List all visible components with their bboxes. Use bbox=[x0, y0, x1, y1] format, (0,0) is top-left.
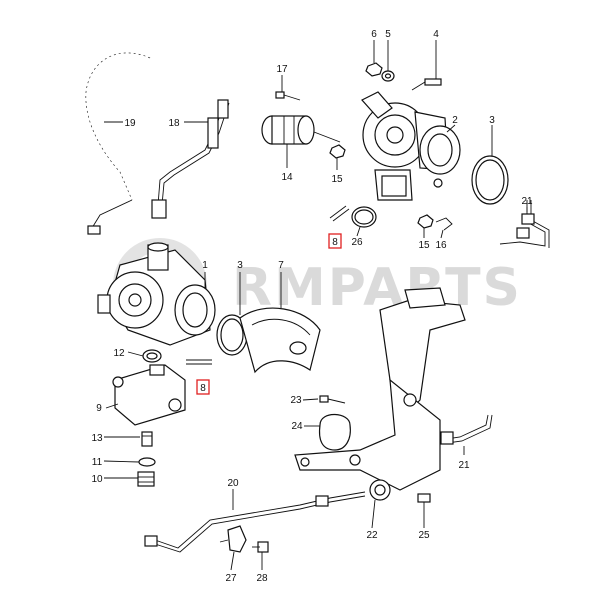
leader-lines bbox=[103, 40, 528, 571]
callout-12[interactable]: 12 bbox=[113, 348, 125, 359]
bolt-13 bbox=[141, 431, 153, 447]
callout-19[interactable]: 19 bbox=[124, 118, 136, 129]
bolt-23 bbox=[319, 395, 346, 404]
gasket-26 bbox=[351, 206, 377, 228]
washer-11 bbox=[138, 457, 156, 467]
highlight-box-8-lower bbox=[196, 379, 210, 395]
callout-8-upper[interactable]: 8 bbox=[332, 237, 338, 248]
callout-20[interactable]: 20 bbox=[227, 478, 239, 489]
turbocharger-2 bbox=[361, 91, 461, 201]
callout-2[interactable]: 2 bbox=[452, 115, 458, 126]
nut-6 bbox=[365, 62, 383, 77]
callout-22[interactable]: 22 bbox=[366, 530, 378, 541]
callout-7[interactable]: 7 bbox=[278, 260, 284, 271]
plug-10 bbox=[137, 471, 155, 487]
oil-pipe-18 bbox=[151, 99, 230, 219]
nut-15-upper bbox=[329, 144, 346, 159]
oil-line-20 bbox=[144, 491, 366, 553]
callout-13[interactable]: 13 bbox=[91, 433, 103, 444]
washer-5 bbox=[381, 70, 395, 82]
nut-15-lower bbox=[417, 214, 434, 229]
bracket-9 bbox=[112, 364, 186, 426]
highlight-box-8-upper bbox=[328, 233, 342, 249]
callouts: 6 5 4 17 2 3 19 18 14 15 21 8 26 15 16 1… bbox=[91, 29, 533, 584]
callout-15-lower[interactable]: 15 bbox=[418, 240, 430, 251]
stud-8-lower bbox=[186, 359, 212, 365]
callout-18[interactable]: 18 bbox=[168, 118, 180, 129]
actuator-14 bbox=[261, 115, 341, 145]
callout-15-upper[interactable]: 15 bbox=[331, 174, 343, 185]
callout-27[interactable]: 27 bbox=[225, 573, 237, 584]
callout-9[interactable]: 9 bbox=[96, 403, 102, 414]
stud-8-upper bbox=[329, 205, 350, 222]
callout-23[interactable]: 23 bbox=[290, 395, 302, 406]
callout-25[interactable]: 25 bbox=[418, 530, 430, 541]
gasket-3-lower bbox=[216, 314, 248, 356]
callout-10[interactable]: 10 bbox=[91, 474, 103, 485]
callout-3-upper[interactable]: 3 bbox=[489, 115, 495, 126]
callout-14[interactable]: 14 bbox=[281, 172, 293, 183]
clip-16 bbox=[435, 217, 453, 231]
callout-5[interactable]: 5 bbox=[385, 29, 391, 40]
callout-1[interactable]: 1 bbox=[202, 260, 208, 271]
callout-16[interactable]: 16 bbox=[435, 240, 447, 251]
oil-hose-19 bbox=[83, 50, 152, 235]
ring-12 bbox=[142, 349, 162, 363]
gasket-3-upper bbox=[471, 155, 509, 205]
oil-line-21-upper bbox=[499, 200, 550, 248]
callout-17[interactable]: 17 bbox=[276, 64, 288, 75]
callout-6[interactable]: 6 bbox=[371, 29, 377, 40]
callout-21-lower[interactable]: 21 bbox=[458, 460, 470, 471]
callout-28[interactable]: 28 bbox=[256, 573, 268, 584]
bolt-4 bbox=[411, 78, 442, 91]
callout-4[interactable]: 4 bbox=[433, 29, 439, 40]
callout-24[interactable]: 24 bbox=[291, 421, 303, 432]
sensor-27 bbox=[219, 525, 247, 553]
gasket-24 bbox=[318, 413, 351, 451]
callout-3-lower[interactable]: 3 bbox=[237, 260, 243, 271]
bolt-25 bbox=[417, 493, 431, 515]
callout-8-lower[interactable]: 8 bbox=[200, 383, 206, 394]
callout-21-upper[interactable]: 21 bbox=[521, 196, 533, 207]
bolt-17 bbox=[275, 91, 301, 101]
bracket-22 bbox=[294, 287, 466, 501]
bolt-28 bbox=[252, 541, 269, 553]
oil-line-21-lower bbox=[439, 414, 493, 445]
heat-shield-7 bbox=[239, 307, 321, 374]
turbocharger-1 bbox=[97, 242, 216, 346]
callout-26[interactable]: 26 bbox=[351, 237, 363, 248]
callout-11[interactable]: 11 bbox=[92, 457, 103, 468]
